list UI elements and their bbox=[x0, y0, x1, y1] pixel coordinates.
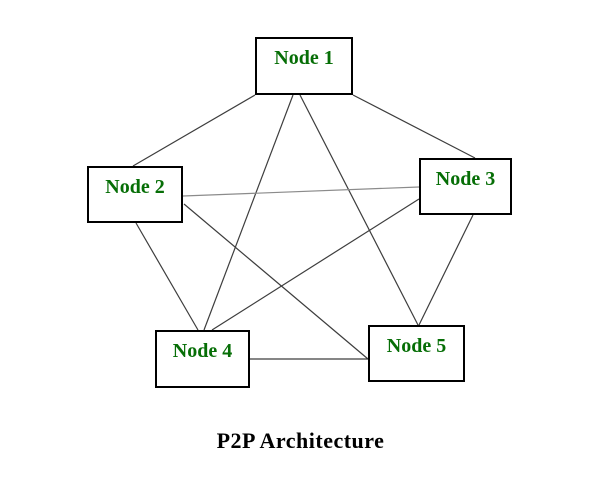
node-label: Node 4 bbox=[172, 340, 233, 362]
diagram-title: P2P Architecture bbox=[216, 428, 385, 453]
edge-node2-node5 bbox=[183, 203, 369, 360]
node-label: Node 5 bbox=[386, 335, 447, 357]
diagram-node-node3: Node 3 bbox=[419, 158, 512, 215]
edge-node1-node5 bbox=[299, 94, 419, 326]
diagram-node-node2: Node 2 bbox=[87, 166, 183, 223]
edge-node1-node4 bbox=[203, 94, 294, 331]
node-label: Node 1 bbox=[274, 47, 334, 69]
edge-node1-node2 bbox=[132, 94, 256, 167]
node-label: Node 3 bbox=[435, 168, 496, 190]
node-label: Node 2 bbox=[105, 176, 165, 198]
diagram-node-node1: Node 1 bbox=[255, 37, 353, 95]
edge-node1-node3 bbox=[352, 94, 476, 159]
edge-node3-node4 bbox=[211, 198, 420, 331]
edge-node2-node4 bbox=[135, 222, 199, 331]
edge-node3-node5 bbox=[418, 214, 474, 326]
diagram-node-node5: Node 5 bbox=[368, 325, 465, 382]
diagram-node-node4: Node 4 bbox=[155, 330, 250, 388]
edge-node2-node3 bbox=[182, 186, 420, 197]
